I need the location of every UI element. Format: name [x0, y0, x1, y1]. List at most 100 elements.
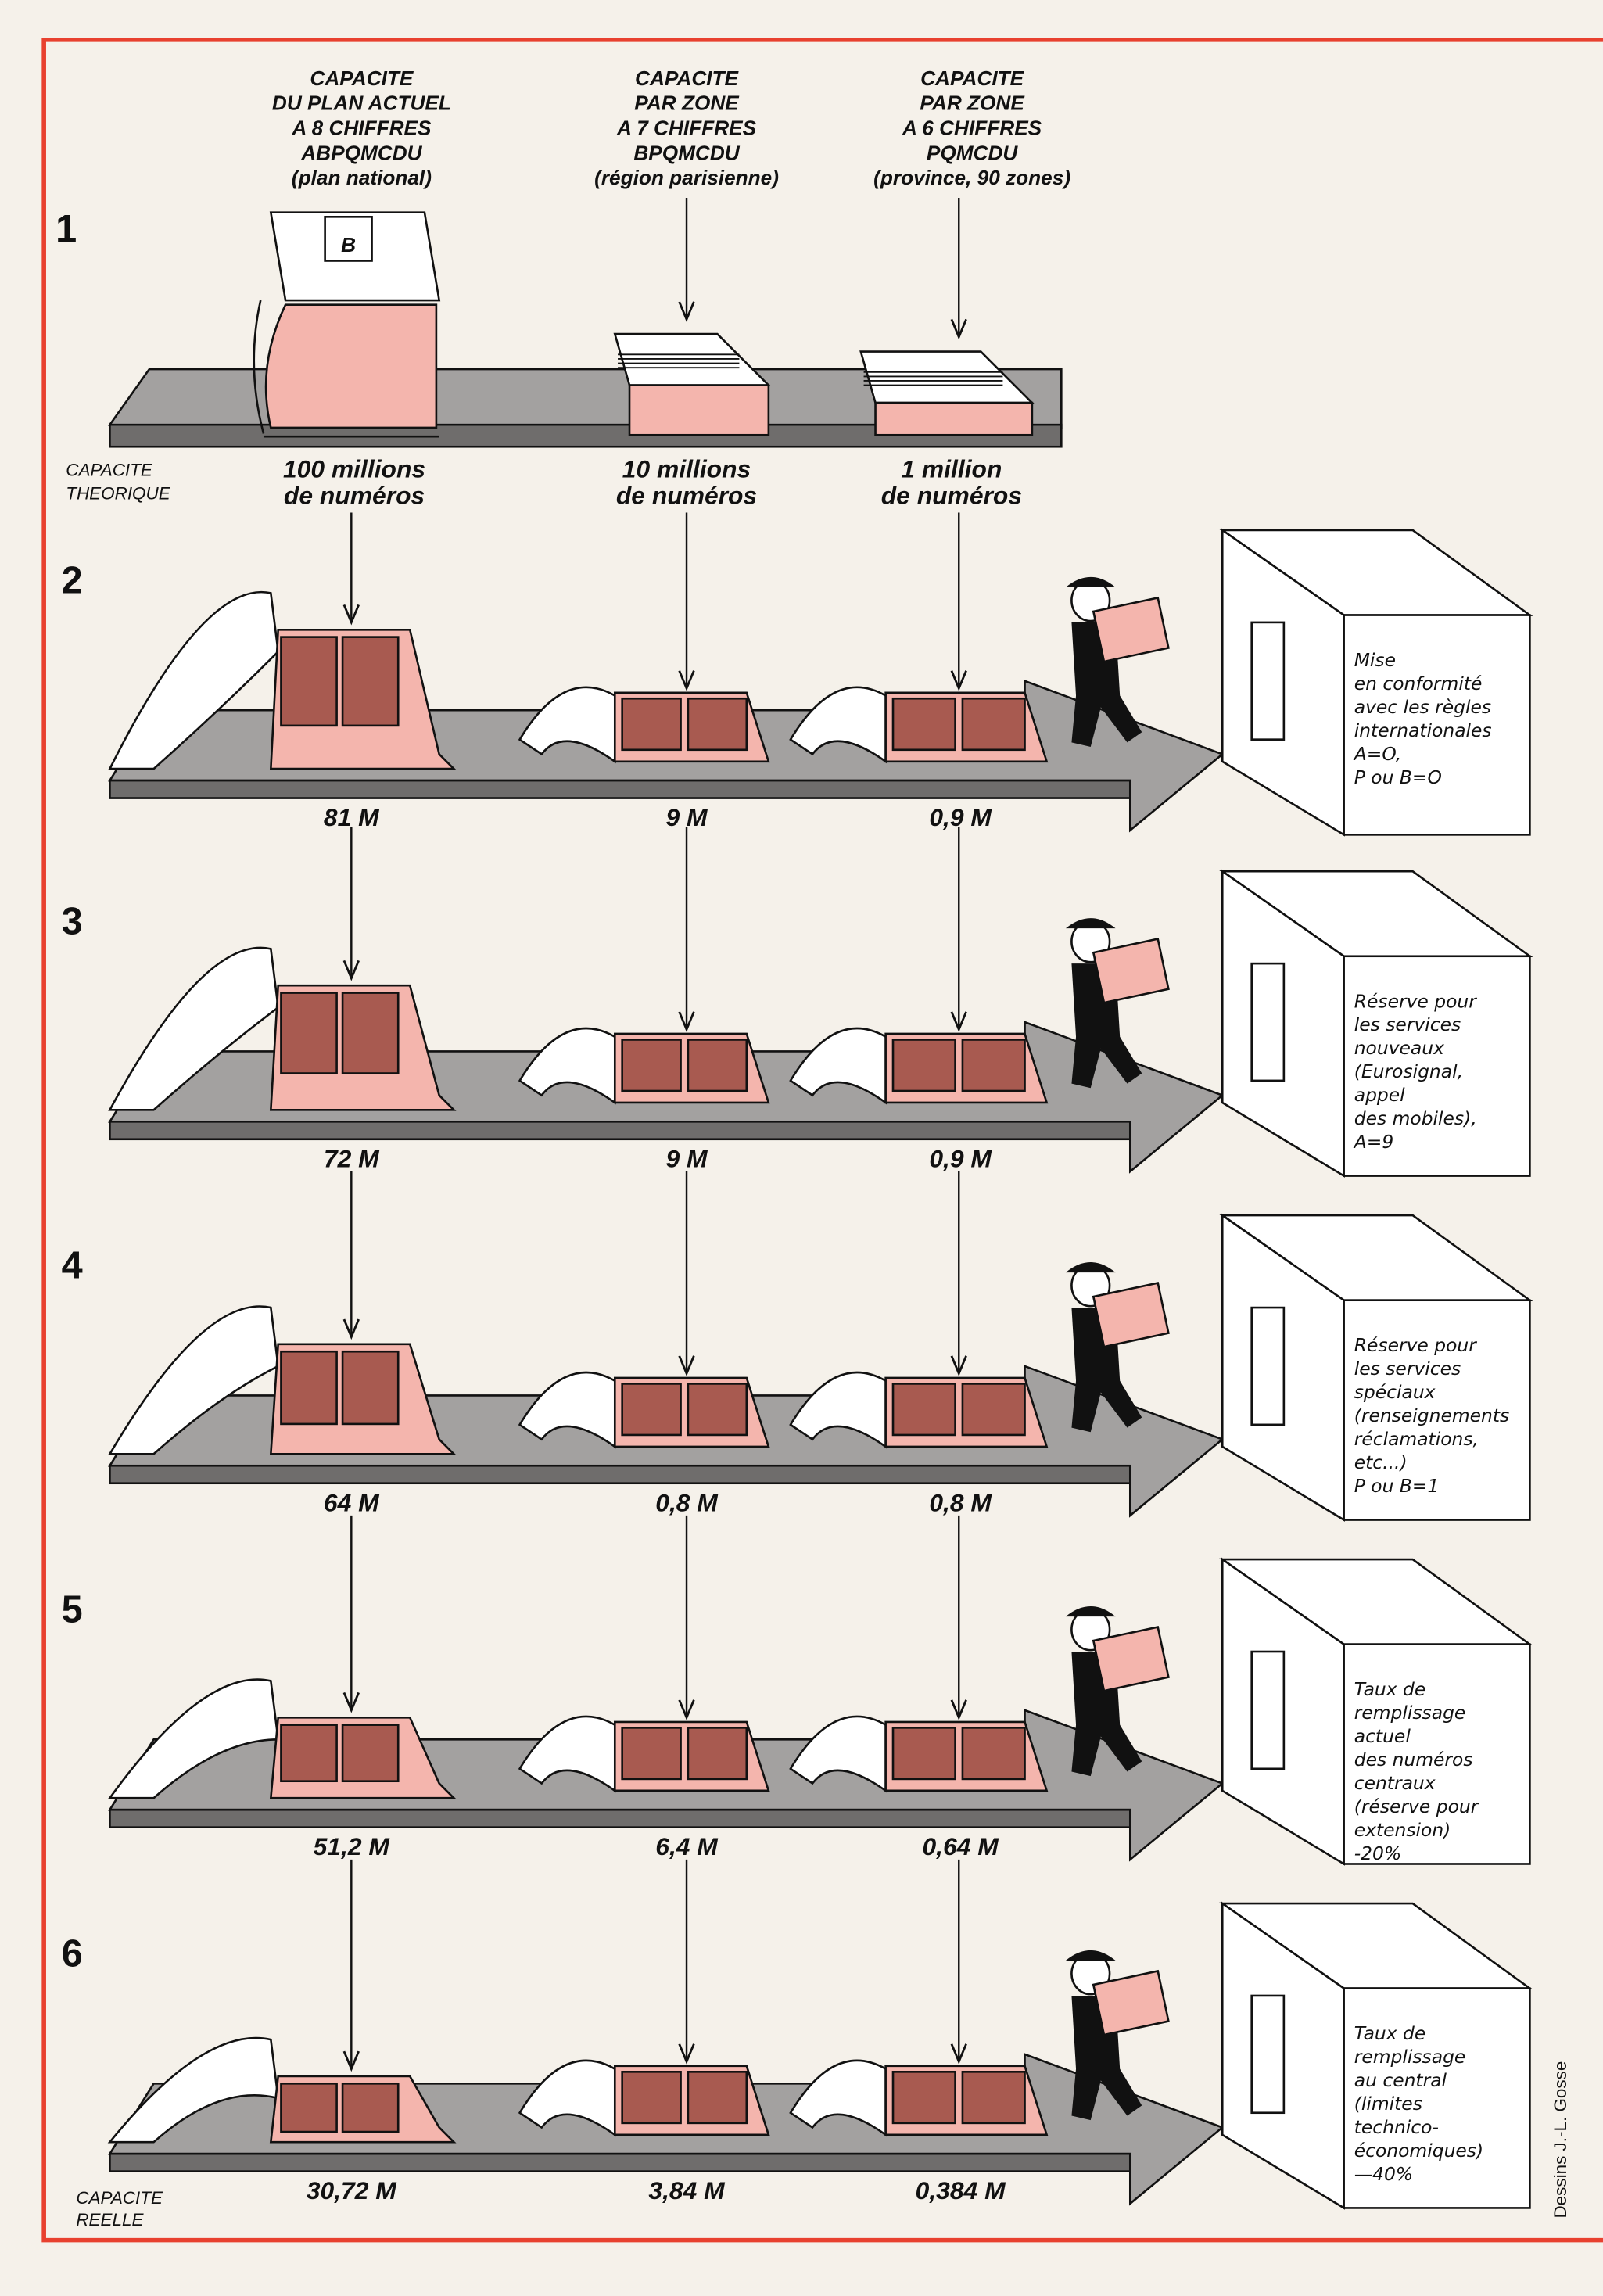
building-note-line: internationales — [1354, 719, 1492, 741]
number-stack-carried — [1092, 1969, 1170, 2036]
red-frame — [41, 37, 1603, 2243]
number-stack-carried — [1092, 938, 1170, 1004]
real-capacity-label: REELLE — [76, 2210, 144, 2230]
conveyor-belt-front — [109, 779, 1131, 799]
building-note-line: remplissage — [1354, 2046, 1466, 2068]
page-block — [341, 2082, 400, 2133]
page-block — [280, 992, 338, 1074]
building-front — [1343, 1643, 1531, 1865]
row-number: 5 — [62, 1589, 83, 1631]
building-note-line: spéciaux — [1354, 1381, 1436, 1403]
conveyor-belt-front — [109, 1808, 1131, 1828]
man-cap — [1065, 576, 1116, 587]
man-cap — [1065, 918, 1116, 929]
real-capacity-value: 0,8 M — [929, 1488, 992, 1516]
page-block — [961, 1039, 1026, 1092]
page-block — [341, 1350, 400, 1426]
building-note-line: centraux — [1354, 1772, 1436, 1794]
building-note-line: —40% — [1354, 2163, 1413, 2185]
open-book-cover — [107, 2036, 280, 2144]
book-pages — [264, 303, 438, 429]
building-note-line: remplissage — [1354, 1702, 1466, 1724]
theoretical-capacity: 100 millions — [283, 455, 425, 483]
man-body — [1071, 1995, 1142, 2121]
page-block — [961, 697, 1026, 752]
frame-border — [41, 37, 1603, 2243]
column-header-line: (plan national) — [292, 166, 432, 189]
building-door — [1250, 621, 1286, 741]
building-door — [1250, 1650, 1286, 1770]
building-note-line: (limites — [1354, 2093, 1422, 2115]
page-block — [961, 1383, 1026, 1437]
page-block — [687, 1383, 748, 1437]
page-block — [341, 636, 400, 727]
down-arrow-head — [342, 604, 360, 626]
building-note-line: P ou B=O — [1354, 766, 1442, 788]
theoretical-label: CAPACITE — [66, 461, 153, 480]
page-block — [621, 2071, 682, 2125]
open-book-cover — [108, 946, 280, 1111]
building-note-line: A=O, — [1353, 743, 1402, 765]
open-book-cover — [107, 1678, 280, 1799]
man-cap — [1065, 1262, 1116, 1273]
building-note-line: (réserve pour — [1354, 1796, 1479, 1817]
number-stack-carried — [1092, 1625, 1170, 1692]
page-block — [341, 1724, 400, 1783]
column-header-line: A 6 CHIFFRES — [902, 116, 1042, 139]
real-capacity-value: 0,384 M — [916, 2176, 1006, 2205]
open-book-cover — [108, 1305, 280, 1455]
page-block — [891, 2071, 956, 2125]
column-header-line: CAPACITE — [635, 66, 740, 90]
book-spine — [253, 300, 439, 438]
down-arrow-head — [678, 670, 695, 691]
building-door — [1250, 962, 1286, 1082]
row-number: 1 — [56, 208, 77, 250]
conveyor-belt-front — [109, 1464, 1131, 1485]
building-note-line: actuel — [1354, 1725, 1411, 1747]
column-header-line: DU PLAN ACTUEL — [272, 91, 451, 115]
book-logo-letter: B — [341, 233, 356, 257]
column-header-line: CAPACITE — [310, 66, 414, 90]
real-capacity-value: 72 M — [324, 1144, 380, 1172]
column-header-line: (région parisienne) — [594, 166, 779, 189]
building-note-line: nouveaux — [1354, 1037, 1445, 1059]
page-block — [280, 636, 338, 727]
building-note-line: Réserve pour — [1354, 990, 1477, 1012]
down-arrow-head — [678, 301, 695, 323]
real-capacity-value: 0,9 M — [929, 803, 992, 831]
column-header-line: PAR ZONE — [634, 91, 740, 115]
real-capacity-value: 0,64 M — [922, 1832, 999, 1860]
page-block — [687, 2071, 748, 2125]
open-book-cover — [108, 590, 280, 770]
column-header-line: A 7 CHIFFRES — [616, 116, 757, 139]
man-cap — [1065, 1605, 1116, 1617]
column-header-line: CAPACITE — [920, 66, 1025, 90]
building-front — [1343, 614, 1531, 836]
building-door — [1250, 1306, 1286, 1426]
theoretical-label: THEORIQUE — [66, 484, 171, 504]
page-block — [621, 1383, 682, 1437]
theoretical-capacity: de numéros — [616, 481, 757, 509]
building-note-line: technico- — [1354, 2116, 1439, 2138]
man-cap — [1065, 1950, 1116, 1961]
building-note-line: (renseignements — [1354, 1405, 1509, 1426]
page-block — [961, 2071, 1026, 2125]
column-header-line: PAR ZONE — [920, 91, 1025, 115]
page-block — [280, 1350, 338, 1426]
page-block — [341, 992, 400, 1074]
book-logo-frame — [324, 216, 373, 262]
number-stack-side — [628, 384, 770, 436]
column-header-line: A 8 CHIFFRES — [291, 116, 432, 139]
column-header-line: ABPQMCDU — [300, 141, 422, 164]
theoretical-capacity: de numéros — [881, 481, 1022, 509]
man-body — [1071, 963, 1142, 1089]
building-note-line: des mobiles), — [1354, 1107, 1477, 1129]
real-capacity-value: 9 M — [666, 803, 709, 831]
